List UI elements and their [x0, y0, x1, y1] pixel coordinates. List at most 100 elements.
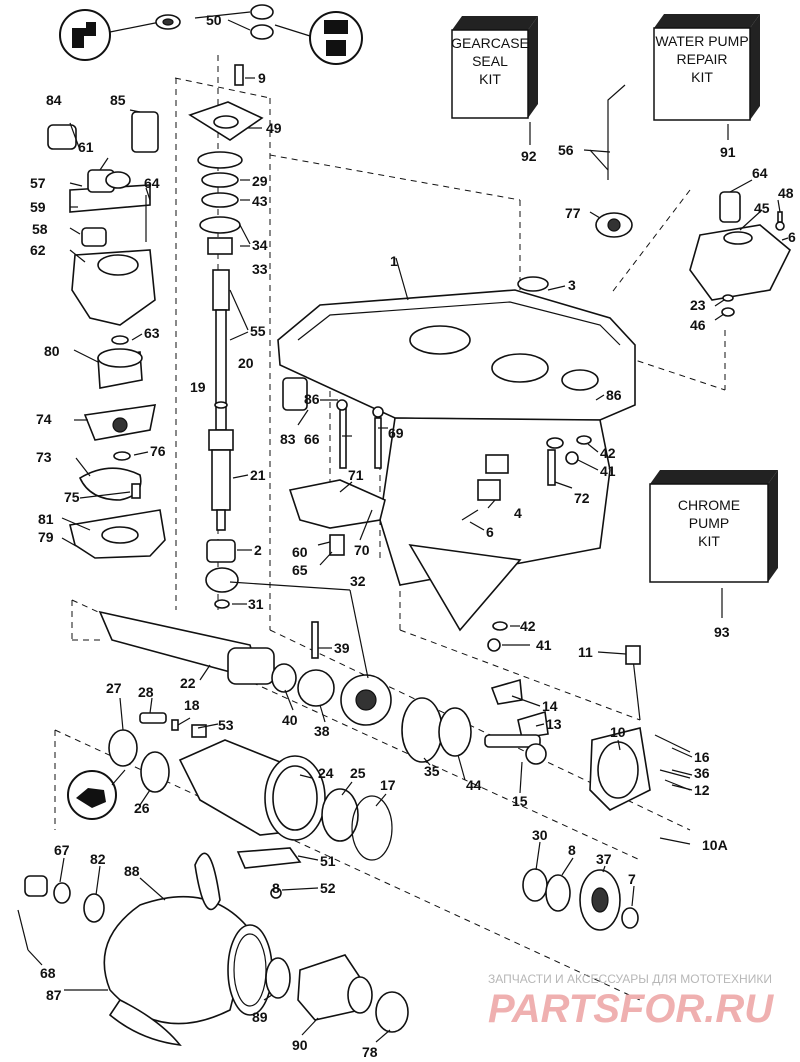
callout-24: 24 [318, 765, 334, 781]
callout-10a: 10A [702, 837, 728, 853]
callout-80: 80 [44, 343, 60, 359]
callout-10: 10 [610, 724, 626, 740]
callout-69: 69 [388, 425, 404, 441]
sealant-icon-top-left [59, 9, 161, 61]
callout-45: 45 [754, 200, 770, 216]
chrome-kit-line2: PUMP [689, 515, 729, 531]
callout-14: 14 [542, 698, 558, 714]
callout-11: 11 [578, 644, 593, 660]
callout-32: 32 [350, 573, 366, 589]
callout-40: 40 [282, 712, 298, 728]
part-50-seals [155, 4, 274, 40]
gearcase-kit-line1: GEARCASE [451, 35, 529, 51]
callout-19: 19 [190, 379, 206, 395]
callout-41-lower: 41 [536, 637, 552, 653]
callout-38: 38 [314, 723, 330, 739]
callout-22: 22 [180, 675, 196, 691]
callout-29: 29 [252, 173, 268, 189]
callout-63: 63 [144, 325, 160, 341]
chrome-kit-line1: CHROME [678, 497, 740, 513]
callout-85: 85 [110, 92, 126, 108]
callout-75: 75 [64, 489, 80, 505]
water-pump-parts [47, 111, 166, 559]
water-pump-repair-kit-box: WATER PUMP REPAIR KIT 91 [653, 14, 760, 160]
callout-37: 37 [596, 851, 612, 867]
callout-70: 70 [354, 542, 370, 558]
callout-25: 25 [350, 765, 366, 781]
callout-34: 34 [252, 237, 268, 253]
callout-6: 6 [486, 524, 494, 540]
callout-16: 16 [694, 749, 710, 765]
callout-92: 92 [521, 148, 537, 164]
callout-66: 66 [304, 431, 320, 447]
callout-56: 56 [558, 142, 574, 158]
callout-3: 3 [568, 277, 576, 293]
callout-42-lower: 42 [520, 618, 536, 634]
callout-12: 12 [694, 782, 710, 798]
gearcase-seal-kit-box: GEARCASE SEAL KIT 92 [451, 16, 538, 164]
callout-91: 91 [720, 144, 736, 160]
callout-23: 23 [690, 297, 706, 313]
callout-41: 41 [600, 463, 616, 479]
callout-18: 18 [184, 697, 200, 713]
callout-6-top: 6 [788, 229, 796, 245]
watermark-caption: ЗАПЧАСТИ И АКСЕССУАРЫ ДЛЯ МОТОТЕХНИКИ [488, 972, 772, 986]
callout-46: 46 [690, 317, 706, 333]
watermark-brand: PARTSFOR.RU [488, 987, 774, 1031]
callout-59: 59 [30, 199, 46, 215]
callout-7: 7 [628, 871, 636, 887]
callout-17: 17 [380, 777, 396, 793]
callout-43: 43 [252, 193, 268, 209]
sealant-icon-top-right [274, 11, 363, 65]
callout-55: 55 [250, 323, 266, 339]
callout-83: 83 [280, 431, 296, 447]
callout-31: 31 [248, 596, 264, 612]
callout-35: 35 [424, 763, 440, 779]
callout-86: 86 [304, 391, 320, 407]
callout-8: 8 [568, 842, 576, 858]
bearing-carrier [108, 712, 393, 899]
watermark: ЗАПЧАСТИ И АКСЕССУАРЫ ДЛЯ МОТОТЕХНИКИ PA… [488, 972, 774, 1031]
callout-81: 81 [38, 511, 54, 527]
callout-78: 78 [362, 1044, 378, 1060]
callout-90: 90 [292, 1037, 308, 1053]
callout-28: 28 [138, 684, 154, 700]
callout-52: 52 [320, 880, 336, 896]
callout-82: 82 [90, 851, 106, 867]
callout-93: 93 [714, 624, 730, 640]
callout-73: 73 [36, 449, 52, 465]
leader-lines [27, 77, 789, 1043]
water-pump-kit-line2: REPAIR [676, 51, 727, 67]
callout-51: 51 [320, 853, 336, 869]
propshaft-and-gears [98, 610, 691, 845]
callout-68: 68 [40, 965, 56, 981]
callout-64: 64 [144, 175, 160, 191]
callout-30: 30 [532, 827, 548, 843]
callout-4: 4 [514, 505, 522, 521]
callout-33: 33 [252, 261, 268, 277]
callout-67: 67 [54, 842, 70, 858]
callout-53: 53 [218, 717, 234, 733]
callout-1: 1 [390, 253, 398, 269]
chrome-pump-kit-box: CHROME PUMP KIT 93 [649, 470, 778, 640]
callout-numbers: 50 9 84 85 49 61 29 57 64 43 59 34 58 33… [30, 12, 796, 1060]
callout-89: 89 [252, 1009, 268, 1025]
callout-76: 76 [150, 443, 166, 459]
callout-21: 21 [250, 467, 266, 483]
callout-8-lower: 8 [272, 880, 280, 896]
callout-84: 84 [46, 92, 62, 108]
driveshaft-parts [188, 64, 264, 609]
callout-74: 74 [36, 411, 52, 427]
callout-44: 44 [466, 777, 482, 793]
callout-64-pump: 64 [752, 165, 768, 181]
callout-87: 87 [46, 987, 62, 1003]
callout-50: 50 [206, 12, 222, 28]
chrome-kit-line3: KIT [698, 533, 720, 549]
gearcase-kit-line2: SEAL [472, 53, 508, 69]
callout-27: 27 [106, 680, 122, 696]
callout-65: 65 [292, 562, 308, 578]
callout-9: 9 [258, 70, 266, 86]
callout-39: 39 [334, 640, 350, 656]
